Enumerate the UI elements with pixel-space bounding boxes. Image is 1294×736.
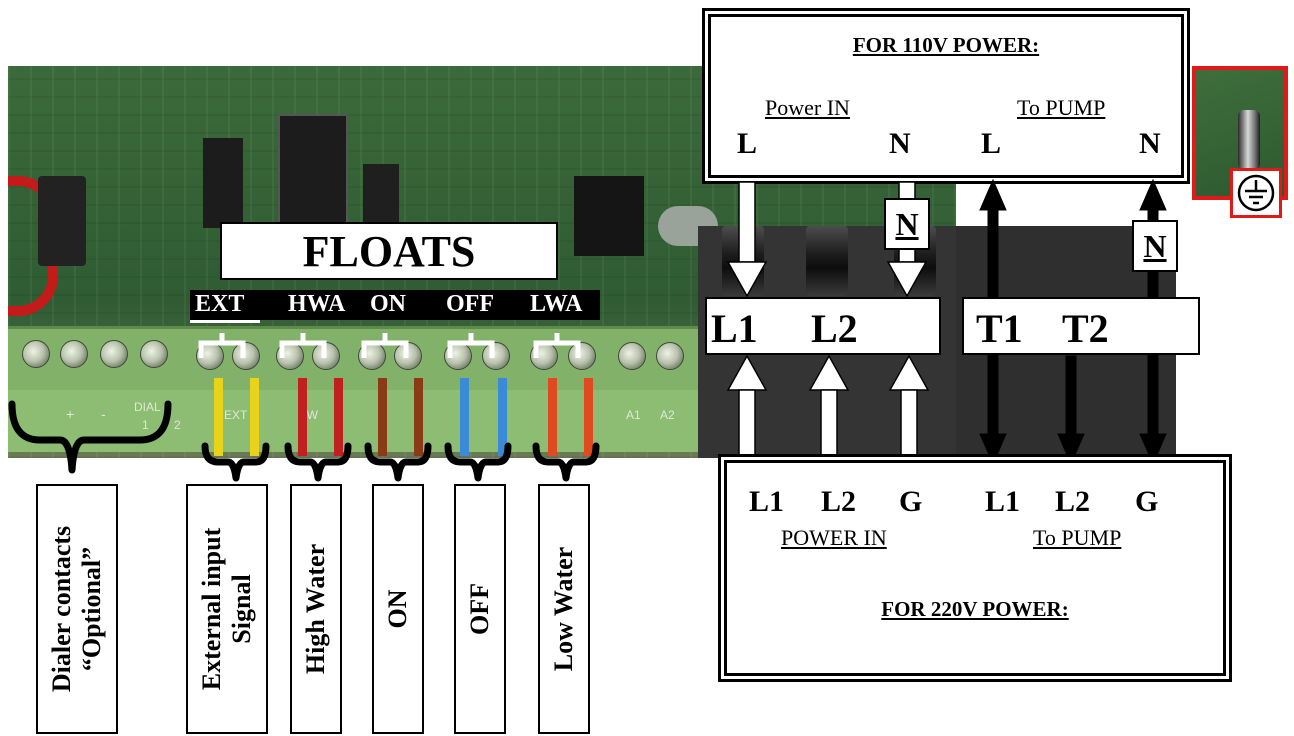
on-label: ON xyxy=(372,484,424,734)
contactor-t2: T2 xyxy=(1062,306,1109,351)
wire-brown xyxy=(414,378,423,456)
power-110v-n-in: N xyxy=(889,127,911,160)
terminal-screw xyxy=(482,342,510,370)
silk-ext: EXT xyxy=(224,408,248,422)
ground-symbol-svg xyxy=(1237,174,1275,212)
high-water-label: High Water xyxy=(290,484,342,734)
wire-brown xyxy=(378,378,387,456)
off-label: OFF xyxy=(454,484,506,734)
wire-blue xyxy=(460,378,469,456)
arrow-110v-l-to-l1 xyxy=(726,181,768,298)
wire-blue xyxy=(498,378,507,456)
float-terminal-lwa: LWA xyxy=(530,291,583,317)
contactor-t1: T1 xyxy=(976,306,1023,351)
ext-underline xyxy=(190,320,260,323)
contactor-l1: L1 xyxy=(711,306,758,351)
silk-two: 2 xyxy=(174,418,181,432)
chip xyxy=(574,176,644,256)
power-110v-to-pump: To PUMP xyxy=(1017,95,1106,120)
contactor-line-box: L1 L2 xyxy=(705,297,941,355)
wire-yellow xyxy=(214,378,223,456)
dialer-contacts-label: Dialer contacts “Optional” xyxy=(36,484,118,734)
power-220v-g-pump: G xyxy=(1135,485,1159,518)
terminal-screw xyxy=(60,340,88,368)
external-input-label: External input Signal xyxy=(186,484,268,734)
contactor-screw xyxy=(806,226,848,296)
wire-orange xyxy=(548,378,557,456)
ground-stud xyxy=(1238,110,1260,170)
power-220v-g-in: G xyxy=(899,485,923,518)
power-110v-n-pump: N xyxy=(1139,127,1161,160)
arrow-pump-t2 xyxy=(1057,355,1085,466)
wire-yellow xyxy=(250,378,259,456)
n-tag-left: N xyxy=(884,198,930,250)
terminal-screw xyxy=(140,340,168,368)
terminal-screw xyxy=(656,342,684,370)
wire-red xyxy=(298,378,307,456)
float-terminal-ext: EXT xyxy=(195,291,245,317)
power-110v-box: FOR 110V POWER: Power IN To PUMP L N L N xyxy=(705,11,1187,181)
n-tag-left-text: N xyxy=(895,205,919,242)
power-110v-power-in: Power IN xyxy=(765,95,850,120)
power-220v-l2-pump: L2 xyxy=(1055,485,1091,518)
capacitor xyxy=(38,176,86,266)
float-terminal-off: OFF xyxy=(446,291,494,317)
power-220v-title: FOR 220V POWER: xyxy=(881,597,1069,621)
silk-a1: A1 xyxy=(626,408,641,422)
terminal-screw xyxy=(100,340,128,368)
silk-one: 1 xyxy=(142,418,149,432)
power-220v-box: L1 L2 G L1 L2 G POWER IN To PUMP FOR 220… xyxy=(721,457,1229,679)
contactor-pump-box: T1 T2 xyxy=(962,297,1200,355)
terminal-screw xyxy=(568,342,596,370)
power-110v-l-pump: L xyxy=(981,127,1002,160)
float-terminal-hwa: HWA xyxy=(288,291,346,317)
terminal-screw xyxy=(232,342,260,370)
low-water-label: Low Water xyxy=(538,484,590,734)
wire-red xyxy=(334,378,343,456)
power-220v-power-in: POWER IN xyxy=(781,525,887,550)
float-terminal-label-bar: EXT HWA ON OFF LWA xyxy=(190,290,600,320)
floats-title: FLOATS xyxy=(302,226,476,276)
ground-symbol-icon xyxy=(1230,168,1282,218)
silk-dial: DIAL xyxy=(134,400,161,414)
wire-orange xyxy=(584,378,593,456)
n-tag-right: N xyxy=(1132,220,1178,272)
chip xyxy=(203,138,243,228)
terminal-screw xyxy=(618,342,646,370)
arrow-220v-g-up xyxy=(888,354,930,459)
power-110v-l-in: L xyxy=(737,127,758,160)
float-terminal-on: ON xyxy=(370,291,406,317)
arrow-220v-l2-up xyxy=(808,354,850,459)
power-220v-l1-in: L1 xyxy=(749,485,785,518)
power-220v-l2-in: L2 xyxy=(821,485,857,518)
silk-minus: - xyxy=(101,406,106,422)
power-220v-to-pump: To PUMP xyxy=(1033,525,1122,550)
n-tag-right-text: N xyxy=(1143,227,1167,264)
silk-a2: A2 xyxy=(660,408,675,422)
power-220v-l1-pump: L1 xyxy=(985,485,1021,518)
contactor-l2: L2 xyxy=(811,306,858,351)
terminal-screw xyxy=(22,340,50,368)
power-110v-title: FOR 110V POWER: xyxy=(852,33,1040,57)
silk-plus: + xyxy=(66,406,75,422)
arrow-220v-l1-up xyxy=(726,354,768,459)
floats-title-box: FLOATS xyxy=(220,222,558,280)
